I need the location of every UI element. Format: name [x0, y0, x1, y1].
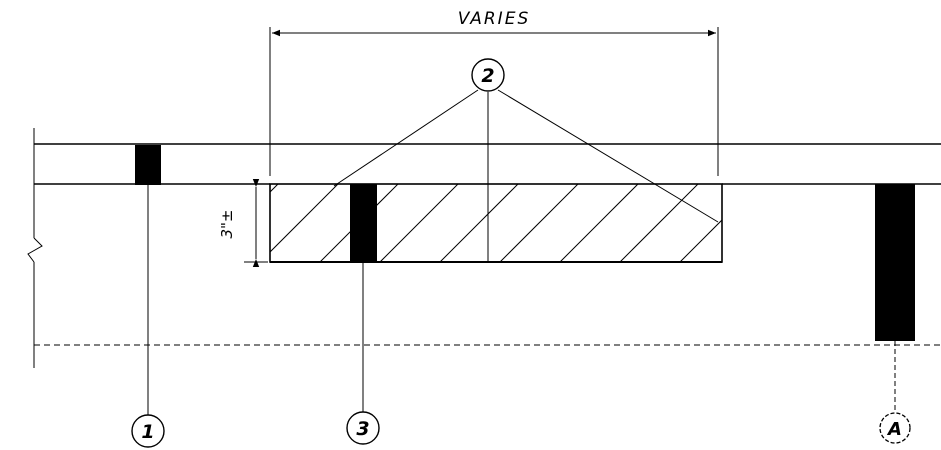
break-line: [27, 128, 43, 368]
callout-1-label: 1: [141, 421, 154, 443]
depth-dimension: 3"±: [218, 179, 268, 267]
varies-dimension: VARIES: [269, 9, 719, 176]
callout-3-bubble: 3: [346, 411, 380, 445]
callout-1-bubble: 1: [131, 414, 165, 448]
callout-A-label: A: [886, 419, 902, 440]
joint-mark-3: [350, 184, 377, 263]
callout-2-label: 2: [481, 65, 494, 87]
callout-2-bubble: 2: [471, 58, 505, 92]
depth-label: 3"±: [218, 209, 236, 238]
patch-area: [269, 183, 723, 263]
joint-mark-A: [875, 184, 915, 341]
callout-A-bubble: A: [879, 412, 911, 444]
callout-3-label: 3: [356, 418, 369, 440]
callout-2-leaders: [333, 89, 719, 262]
varies-label: VARIES: [458, 9, 530, 29]
joint-mark-1: [135, 145, 161, 185]
